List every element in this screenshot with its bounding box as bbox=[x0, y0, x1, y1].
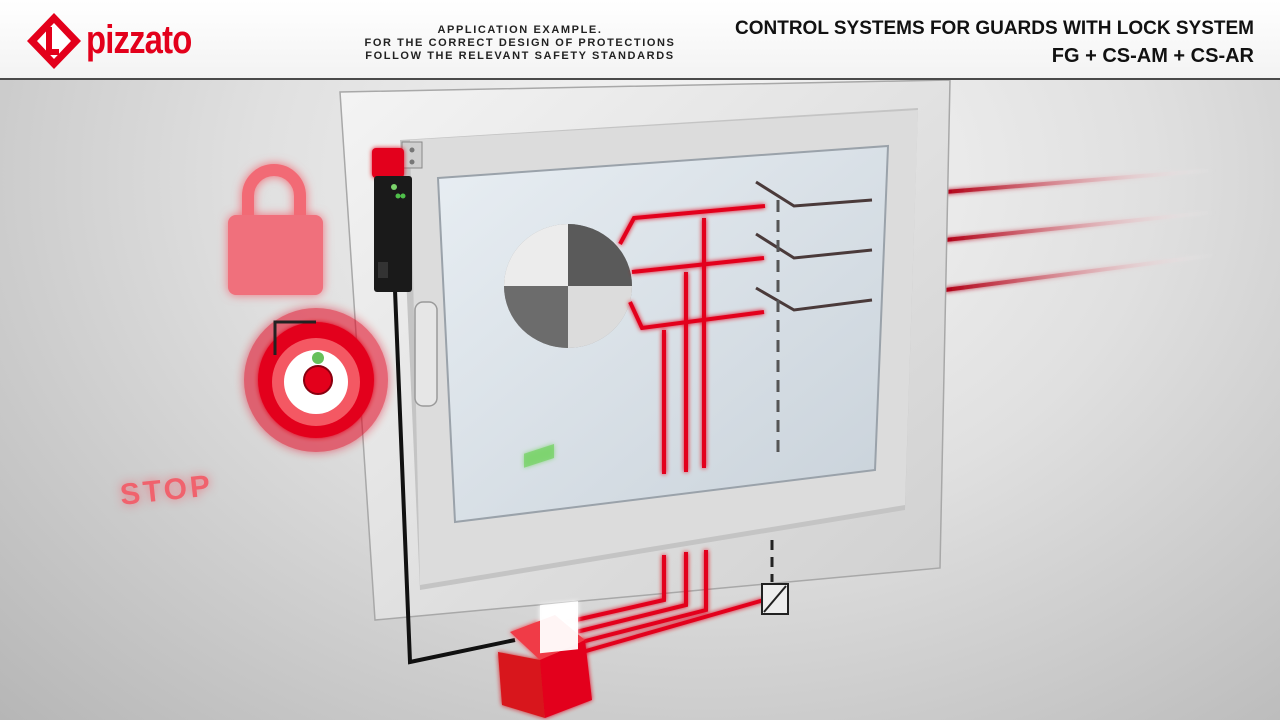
diamond-logo-icon bbox=[27, 13, 81, 69]
padlock-icon bbox=[228, 164, 323, 295]
relay-wiring bbox=[553, 550, 765, 657]
brand-name: pizzato bbox=[86, 18, 192, 62]
wiring-diagram bbox=[618, 204, 766, 474]
emergency-stop-button bbox=[244, 308, 388, 452]
contact-switches bbox=[755, 180, 873, 455]
header-bar: pizzato APPLICATION EXAMPLE. FOR THE COR… bbox=[0, 0, 1280, 80]
rotating-disc bbox=[504, 224, 632, 348]
window-handle bbox=[414, 301, 438, 407]
safety-relay-module bbox=[498, 443, 592, 718]
switch-cable bbox=[393, 289, 516, 665]
application-note: APPLICATION EXAMPLE. FOR THE CORRECT DES… bbox=[330, 24, 710, 63]
safety-switch bbox=[372, 141, 423, 292]
note-text: APPLICATION EXAMPLE. FOR THE CORRECT DES… bbox=[364, 24, 676, 62]
power-lines bbox=[944, 168, 1216, 292]
limit-switch-box bbox=[761, 583, 789, 615]
page-subtitle: FG + CS-AM + CS-AR bbox=[1051, 45, 1254, 67]
page-title: CONTROL SYSTEMS FOR GUARDS WITH LOCK SYS… bbox=[735, 18, 1254, 39]
machine-guard-window bbox=[339, 80, 951, 621]
illustration-scene: STOP bbox=[0, 80, 1280, 720]
